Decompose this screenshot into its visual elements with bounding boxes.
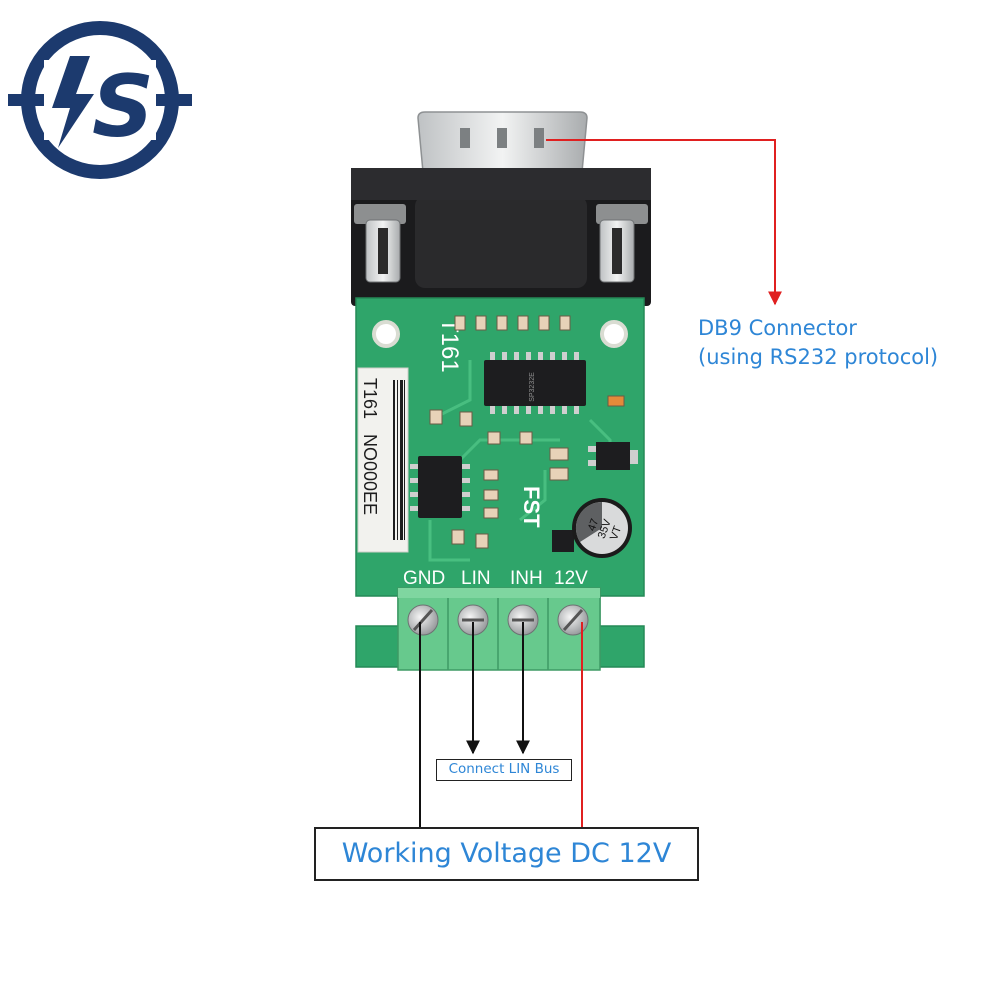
- working-voltage-label: Working Voltage DC 12V: [314, 827, 699, 881]
- serial-sticker: [357, 367, 409, 553]
- screw-terminal-block: [397, 587, 601, 671]
- brand-silkscreen: FST: [519, 486, 544, 528]
- sticker-line-2: NO000EE: [360, 434, 380, 515]
- db9-callout-line: [546, 139, 782, 306]
- pin-label-lin: LIN: [461, 568, 491, 589]
- lin-callout-lines: [466, 622, 530, 755]
- terminal-screw-12v: [557, 604, 589, 636]
- chip-marking: SP3232E: [529, 372, 536, 402]
- pcb-board: T161 T161 NO000EE SP3232E: [355, 297, 645, 671]
- electrolytic-capacitor: 47 35V VT: [552, 498, 632, 558]
- db9-connector-label: DB9 Connector (using RS232 protocol): [698, 314, 938, 372]
- brand-logo-icon: S: [8, 21, 192, 179]
- db9-label-line-1: DB9 Connector: [698, 316, 857, 340]
- lin-transceiver-chip: [410, 456, 470, 518]
- terminal-screw-gnd: [407, 604, 439, 636]
- pin-label-gnd: GND: [403, 568, 445, 589]
- logo-letter: S: [92, 57, 154, 157]
- capacitor-value: 47: [586, 517, 601, 533]
- rs232-transceiver-chip: SP3232E: [484, 352, 586, 414]
- db9-label-line-2: (using RS232 protocol): [698, 345, 939, 369]
- pin-label-inh: INH: [510, 568, 543, 589]
- terminal-screw-lin: [457, 604, 489, 636]
- sticker-line-1: T161: [360, 378, 380, 419]
- voltage-regulator: [588, 442, 638, 470]
- pin-label-12v: 12V: [554, 568, 588, 589]
- db9-connector: [351, 111, 651, 306]
- capacitor-series: VT: [608, 524, 624, 542]
- lin-bus-label: Connect LIN Bus: [436, 759, 572, 781]
